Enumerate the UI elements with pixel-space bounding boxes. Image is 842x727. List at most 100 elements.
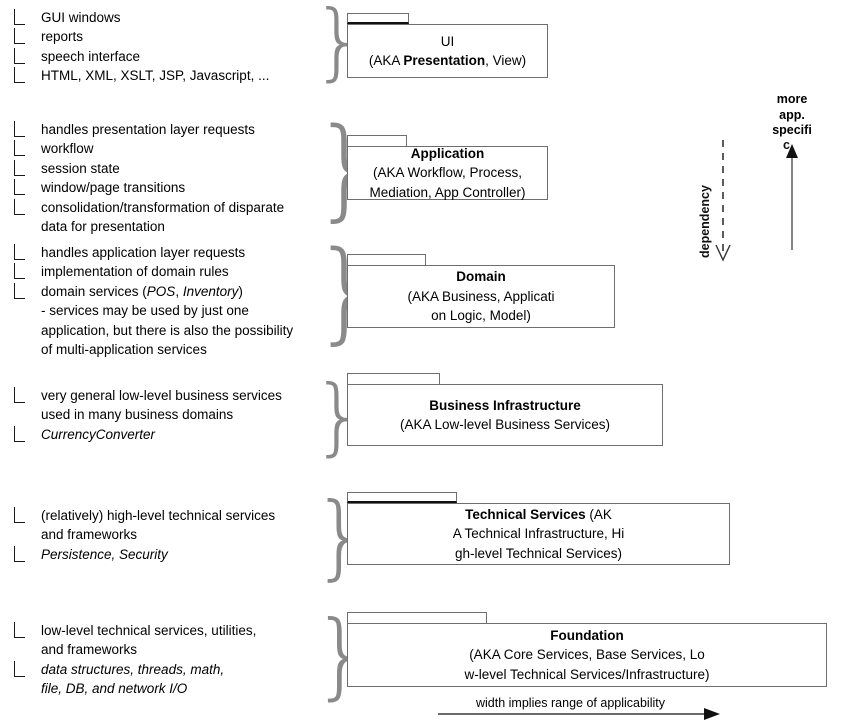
desc-line: low-level technical services, utilities,: [0, 621, 256, 640]
desc-text: Persistence, Security: [41, 546, 168, 562]
package-body: Domain (AKA Business, Applicati on Logic…: [347, 265, 615, 328]
package-aka: (AKA Core Services, Base Services, Lo: [469, 647, 705, 663]
width-annotation: width implies range of applicability: [438, 696, 728, 722]
aka-bold: Presentation: [403, 53, 486, 68]
desc-line: CurrencyConverter: [0, 425, 282, 444]
desc-text: file, DB, and network I/O: [41, 681, 188, 697]
desc-line: GUI windows: [0, 8, 269, 27]
desc-text: session state: [41, 160, 120, 176]
app-specific-clipped-char: c: [783, 138, 790, 152]
bullet-marker-icon: [14, 545, 25, 562]
package-business-infrastructure: Business Infrastructure (AKA Low-level B…: [347, 373, 663, 446]
bullet-marker-icon: [14, 387, 25, 403]
dependency-arrow-icon: [715, 140, 731, 262]
bullet-marker-icon: [14, 198, 25, 215]
desc-part-italic: Inventory: [182, 283, 239, 299]
desc-text: - services may be used by just one: [41, 303, 249, 319]
desc-line: data structures, threads, math,: [0, 660, 256, 679]
package-name-bold: Technical Services: [465, 506, 586, 522]
aka-post: , View): [485, 53, 527, 68]
desc-text: CurrencyConverter: [41, 426, 156, 442]
desc-line: consolidation/transformation of disparat…: [0, 198, 284, 217]
app-specific-arrow-wrap: c: [770, 138, 814, 256]
layer-description-technical-services: (relatively) high-level technical servic…: [0, 506, 275, 564]
package-name: Technical Services (AK: [465, 505, 612, 525]
desc-line: (relatively) high-level technical servic…: [0, 506, 275, 525]
package-aka: (AKA Business, Applicati: [407, 288, 555, 304]
layer-description-foundation: low-level technical services, utilities,…: [0, 621, 256, 699]
bullet-marker-icon: [14, 282, 25, 299]
desc-line: handles presentation layer requests: [0, 120, 284, 139]
desc-text: low-level technical services, utilities,: [41, 623, 257, 638]
package-name: Domain: [456, 269, 506, 285]
aka-pre: (AKA: [368, 53, 404, 68]
package-aka: (AKA Presentation, View): [369, 51, 526, 71]
desc-text: of multi-application services: [41, 341, 207, 357]
package-tab: [347, 254, 426, 265]
bullet-marker-icon: [14, 622, 25, 638]
dependency-label: dependency: [698, 185, 712, 258]
desc-text: workflow: [41, 141, 94, 157]
bullet-marker-icon: [14, 263, 25, 280]
desc-text: very general low-level business services: [41, 388, 282, 403]
bullet-marker-icon: [14, 67, 25, 84]
desc-line: window/page transitions: [0, 178, 284, 197]
bullet-marker-icon: [14, 28, 25, 45]
bullet-marker-icon: [14, 9, 25, 25]
package-name: Foundation: [550, 627, 624, 643]
bullet-marker-icon: [14, 121, 25, 137]
bullet-marker-icon: [14, 660, 25, 677]
desc-text: used in many business domains: [41, 407, 234, 423]
desc-text-rich: domain services (POS, Inventory): [41, 282, 243, 301]
app-specific-label: more app. specifi: [757, 92, 827, 139]
package-body: Application (AKA Workflow, Process, Medi…: [347, 146, 548, 200]
desc-text: handles application layer requests: [41, 245, 246, 260]
desc-part: ,: [175, 283, 183, 299]
desc-line: file, DB, and network I/O: [0, 679, 256, 698]
package-technical-services: Technical Services (AK A Technical Infra…: [347, 492, 730, 565]
bullet-marker-icon: [14, 507, 25, 523]
package-foundation: Foundation (AKA Core Services, Base Serv…: [347, 612, 827, 687]
layer-description-business-infrastructure: very general low-level business services…: [0, 386, 282, 444]
package-aka: Mediation, App Controller): [369, 184, 526, 200]
desc-text: reports: [41, 29, 84, 45]
package-aka: on Logic, Model): [431, 308, 531, 324]
desc-text: HTML, XML, XSLT, JSP, Javascript, ...: [41, 68, 270, 84]
package-body: Business Infrastructure (AKA Low-level B…: [347, 384, 663, 446]
app-specific-arrow-icon: [786, 144, 798, 250]
package-aka: A Technical Infrastructure, Hi: [452, 526, 625, 542]
desc-part: domain services (: [41, 283, 147, 299]
package-tab: [347, 13, 409, 24]
package-name: UI: [440, 33, 455, 49]
package-application: Application (AKA Workflow, Process, Medi…: [347, 135, 548, 200]
desc-text: speech interface: [41, 48, 141, 64]
width-arrow-icon: [438, 708, 720, 720]
bullet-marker-icon: [14, 47, 25, 64]
desc-line: handles application layer requests: [0, 243, 293, 262]
desc-line: domain services (POS, Inventory): [0, 282, 293, 301]
desc-line: used in many business domains: [0, 405, 282, 424]
desc-text: (relatively) high-level technical servic…: [41, 508, 276, 523]
app-specific-line: more: [776, 92, 808, 106]
package-tab: [347, 135, 407, 146]
app-specific-line: app.: [779, 107, 805, 122]
package-tab: [347, 612, 487, 623]
desc-text: window/page transitions: [41, 180, 186, 196]
layer-description-ui: GUI windows reports speech interface HTM…: [0, 8, 269, 86]
bullet-marker-icon: [14, 159, 25, 176]
desc-text: data for presentation: [41, 218, 165, 234]
package-name-suffix: (AK: [585, 506, 612, 522]
desc-line: implementation of domain rules: [0, 262, 293, 281]
desc-line: HTML, XML, XSLT, JSP, Javascript, ...: [0, 66, 269, 85]
package-aka: gh-level Technical Services): [454, 545, 623, 561]
bullet-marker-icon: [14, 140, 25, 157]
package-body: Foundation (AKA Core Services, Base Serv…: [347, 623, 827, 687]
desc-line: data for presentation: [0, 217, 284, 236]
package-aka: (AKA Low-level Business Services): [399, 417, 611, 432]
desc-part: ): [238, 283, 243, 299]
bullet-marker-icon: [14, 425, 25, 442]
desc-part-italic: POS: [146, 283, 176, 299]
package-aka: (AKA Workflow, Process,: [372, 165, 523, 181]
package-name: Business Infrastructure: [429, 397, 581, 413]
